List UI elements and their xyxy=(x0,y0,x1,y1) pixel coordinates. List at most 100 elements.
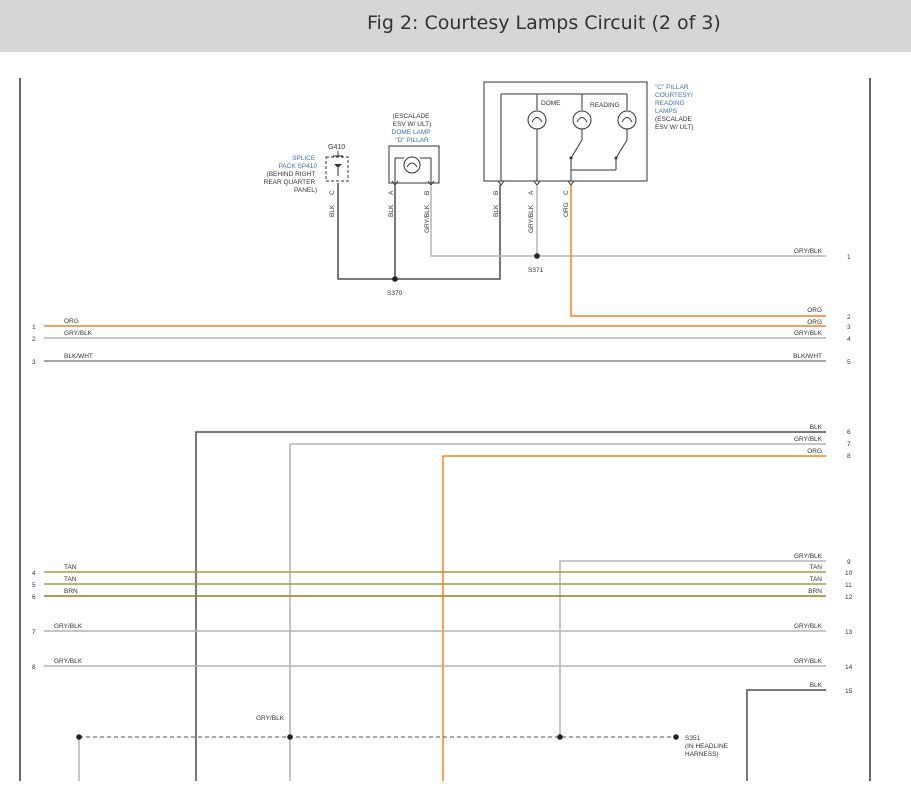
left-num-5: 5 xyxy=(32,582,36,589)
splice-pack-sp410: G410 SPLICE PACK SP410 (BEHIND RIGHT REA… xyxy=(264,144,349,217)
sp410-wire-label: BLK xyxy=(329,204,336,217)
dome-lamp-bulb-icon xyxy=(403,156,421,174)
left-num-7: 7 xyxy=(32,629,36,636)
right-num-1: 1 xyxy=(847,254,851,261)
s351-dot-1 xyxy=(76,734,82,740)
dome-pin-b: B xyxy=(424,191,431,195)
c-pillar-wire-a-label: GRY/BLK xyxy=(528,204,535,233)
left-num-4: 4 xyxy=(32,570,36,577)
title-bar: Fig 2: Courtesy Lamps Circuit (2 of 3) xyxy=(0,0,911,52)
sp410-pin-c: C xyxy=(329,190,336,195)
right-num-6: 6 xyxy=(847,429,851,436)
right-num-4: 4 xyxy=(847,336,851,343)
splice-pack-label: SPLICE PACK SP410 xyxy=(278,155,317,170)
right-label-13: GRY/BLK xyxy=(794,623,823,630)
left-label-6: BRN xyxy=(64,588,78,595)
right-label-5: BLK/WHT xyxy=(793,353,822,360)
c-pillar-box xyxy=(483,81,648,182)
right-wire-labels: GRY/BLK 1 ORG 2 ORG 3 GRY/BLK 4 BLK/WHT … xyxy=(793,248,853,695)
right-label-15: BLK xyxy=(810,682,823,689)
c-pillar-pin-c: C xyxy=(563,190,570,195)
right-num-2: 2 xyxy=(847,314,851,321)
left-num-6: 6 xyxy=(32,594,36,601)
splice-pack-note: (BEHIND RIGHT REAR QUARTER PANEL) xyxy=(264,171,317,194)
left-label-2: GRY/BLK xyxy=(64,330,93,337)
c-pillar-wire-b-label: BLK xyxy=(493,204,500,217)
c-pillar-note: (ESCALADE ESV W/ ULT) xyxy=(655,116,694,131)
dome-bulb-icon xyxy=(527,110,547,130)
wire-org-8 xyxy=(442,455,826,781)
dome-bulb-label: DOME xyxy=(541,100,561,107)
wire-gry-dome-b xyxy=(430,185,826,257)
s351-dot-3 xyxy=(557,734,563,740)
left-num-1: 1 xyxy=(32,324,36,331)
left-num-3: 3 xyxy=(32,359,36,366)
left-label-5: TAN xyxy=(64,576,77,583)
c-pillar-wire-c-label: ORG xyxy=(563,202,570,217)
c-pillar-pin-a: A xyxy=(528,190,535,195)
wire-blk-splice xyxy=(337,183,501,280)
left-label-4: TAN xyxy=(64,564,77,571)
right-num-13: 13 xyxy=(845,629,853,636)
g410-label: G410 xyxy=(328,144,345,151)
s351-dot-4 xyxy=(673,734,679,740)
right-label-6: BLK xyxy=(810,424,823,431)
right-label-10: TAN xyxy=(809,564,822,571)
dome-lamp-d-pillar: (ESCALADE ESV W/ ULT) DOME LAMP "D" PILL… xyxy=(388,113,440,233)
c-pillar-lamps: DOME READING "C" PILLAR COURTESY/ READIN… xyxy=(483,81,695,233)
dome-lamp-note: (ESCALADE ESV W/ ULT) xyxy=(393,113,432,128)
splice-s371-dot xyxy=(534,253,540,259)
reading-switch-right-icon xyxy=(615,139,628,159)
left-wire-labels: 1 ORG 2 GRY/BLK 3 BLK/WHT 4 TAN 5 TAN 6 … xyxy=(32,318,93,671)
s351-dot-2 xyxy=(287,734,293,740)
reading-bulb-label: READING xyxy=(590,102,620,109)
reading-bulb-left-icon xyxy=(572,110,592,130)
right-label-2: ORG xyxy=(807,307,822,314)
right-num-15: 15 xyxy=(845,688,853,695)
right-num-9: 9 xyxy=(847,559,851,566)
upper-wires xyxy=(337,183,826,317)
right-label-12: BRN xyxy=(808,588,822,595)
splice-s370-label: S370 xyxy=(387,290,403,297)
right-num-3: 3 xyxy=(847,324,851,331)
right-num-11: 11 xyxy=(845,582,852,589)
right-label-1: GRY/BLK xyxy=(794,248,823,255)
splice-s351-label: S351 (IN HEADLINE HARNESS) xyxy=(685,735,730,758)
splice-s370-dot xyxy=(392,276,398,282)
right-label-7: GRY/BLK xyxy=(794,436,823,443)
right-label-3: ORG xyxy=(807,319,822,326)
splice-pack-box xyxy=(325,156,349,182)
dome-wire-a-label: BLK xyxy=(388,204,395,217)
reading-bulb-right-icon xyxy=(617,110,637,130)
left-label-1: ORG xyxy=(64,318,79,325)
harness-wires xyxy=(44,325,826,781)
left-label-7: GRY/BLK xyxy=(54,623,83,630)
dome-lamp-box xyxy=(388,145,440,184)
right-num-8: 8 xyxy=(847,453,851,460)
right-num-14: 14 xyxy=(845,664,853,671)
right-num-5: 5 xyxy=(847,359,851,366)
splice-s371-label: S371 xyxy=(528,267,544,274)
page-title: Fig 2: Courtesy Lamps Circuit (2 of 3) xyxy=(367,12,721,34)
wire-gry-9 xyxy=(559,560,826,737)
right-num-12: 12 xyxy=(845,594,853,601)
right-label-14: GRY/BLK xyxy=(794,658,823,665)
wire-org-c-pillar-c xyxy=(570,185,826,317)
right-label-8: ORG xyxy=(807,448,822,455)
right-label-4: GRY/BLK xyxy=(794,330,823,337)
left-label-3: BLK/WHT xyxy=(64,353,93,360)
dome-pin-a: A xyxy=(388,190,395,195)
dome-wire-b-label: GRY/BLK xyxy=(424,204,431,233)
wire-blk-15 xyxy=(746,689,826,781)
dome-lamp-label: DOME LAMP "D" PILLAR xyxy=(392,129,433,144)
c-pillar-label: "C" PILLAR COURTESY/ READING LAMPS xyxy=(655,84,695,115)
right-label-9: GRY/BLK xyxy=(794,553,823,560)
wire-gry-7 xyxy=(289,443,826,781)
bottom-wire-label: GRY/BLK xyxy=(256,715,285,722)
wire-blk-6 xyxy=(195,431,826,781)
left-num-8: 8 xyxy=(32,664,36,671)
right-num-10: 10 xyxy=(845,570,853,577)
right-num-7: 7 xyxy=(847,441,851,448)
reading-switch-left-icon xyxy=(570,139,583,159)
